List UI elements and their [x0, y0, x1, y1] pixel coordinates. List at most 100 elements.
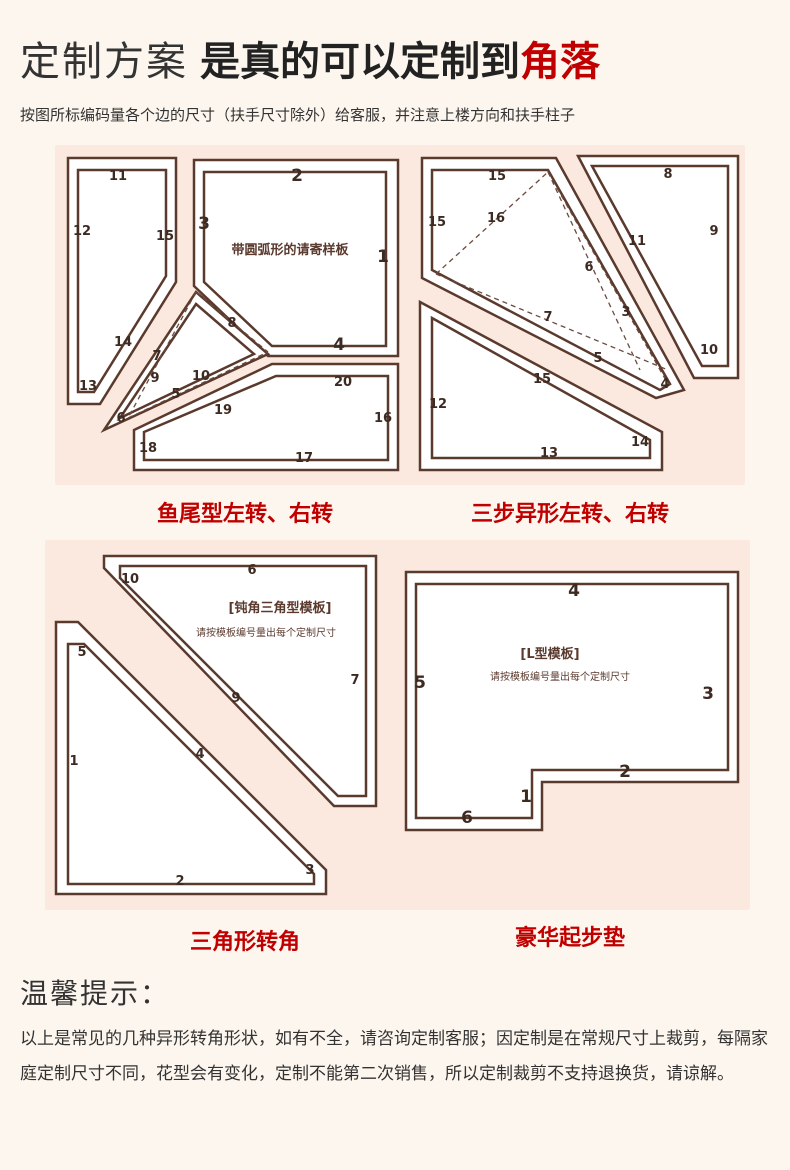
luxury-template-title: [L型模板]: [520, 646, 579, 662]
luxury-piece-l-inner: [414, 582, 730, 820]
luxury-caption: 豪华起步垫: [514, 926, 625, 951]
triangle-num-5: 5: [77, 645, 86, 660]
three-step-dash-1: [435, 171, 549, 275]
title-light: 定制方案: [20, 39, 188, 85]
luxury-num-1: 1: [520, 787, 532, 807]
fishtail-numbers: 11 12 15 14 13 2 3 1 4 带圆弧形的请寄样板 8 7 9 1…: [73, 166, 392, 466]
luxury-numbers: 4 [L型模板] 请按模板编号量出每个定制尺寸 5 3 2 1 6: [414, 581, 714, 828]
fishtail-num-20: 20: [334, 375, 352, 390]
tips-title: 温馨提示：: [20, 977, 171, 1010]
fishtail-piece-left-inner: [76, 168, 168, 394]
three-step-num-6: 6: [584, 260, 593, 275]
fishtail-dash-1: [195, 291, 269, 353]
triangle-template-title: [钝角三角型模板]: [229, 600, 332, 616]
three-step-num-12: 12: [429, 397, 447, 412]
fishtail-piece-big-inner: [202, 170, 388, 348]
triangle-num-1: 1: [69, 754, 78, 769]
fishtail-piece-bottom-inner: [142, 374, 390, 462]
triangle-num-4: 4: [195, 747, 204, 762]
three-step-num-3: 3: [621, 305, 630, 320]
title-red: 角落: [520, 39, 600, 85]
three-step-numbers: 15 16 15 6 3 7 5 4 8 9 11 10 15 12 14 13: [428, 167, 719, 461]
fishtail-num-7: 7: [152, 349, 161, 364]
triangle-piece-obtuse: [102, 554, 378, 808]
three-step-num-5: 5: [593, 351, 602, 366]
fishtail-diagram: [66, 156, 400, 472]
fishtail-num-3: 3: [198, 214, 210, 234]
triangle-num-6: 6: [247, 563, 256, 578]
fishtail-dash-2: [127, 291, 197, 419]
three-step-num-11: 11: [628, 234, 646, 249]
luxury-template-sub: 请按模板编号量出每个定制尺寸: [490, 670, 630, 683]
luxury-num-4: 4: [568, 581, 580, 601]
fishtail-num-5: 5: [171, 387, 180, 402]
fishtail-num-17: 17: [295, 451, 313, 466]
luxury-num-5: 5: [414, 673, 426, 693]
three-step-num-14: 14: [631, 435, 649, 450]
fishtail-piece-left: [66, 156, 178, 406]
fishtail-num-6: 6: [116, 411, 125, 426]
fishtail-num-11: 11: [109, 169, 127, 184]
triangle-piece-right-inner: [66, 642, 316, 886]
triangle-num-7: 7: [350, 673, 359, 688]
three-step-num-16: 16: [487, 211, 505, 226]
three-step-num-8: 8: [663, 167, 672, 182]
fishtail-num-14: 14: [114, 335, 132, 350]
title-bold: 是真的可以定制到: [200, 39, 520, 85]
three-step-num-4: 4: [660, 377, 669, 392]
fishtail-num-10: 10: [192, 369, 210, 384]
subtitle: 按图所标编码量各个边的尺寸（扶手尺寸除外）给客服，并注意上楼方向和扶手柱子: [20, 106, 576, 124]
fishtail-num-1: 1: [377, 247, 389, 267]
triangle-piece-right: [54, 620, 328, 896]
three-step-dash-2: [547, 171, 669, 385]
triangle-num-10: 10: [121, 572, 139, 587]
fishtail-template-note: 带圆弧形的请寄样板: [231, 242, 349, 258]
fishtail-caption: 鱼尾型左转、右转: [156, 502, 333, 527]
three-step-num-9: 9: [709, 224, 718, 239]
three-step-num-15a: 15: [488, 169, 506, 184]
luxury-num-2: 2: [619, 762, 631, 782]
three-step-diagram: [418, 154, 740, 472]
three-step-dash-4: [547, 171, 641, 371]
three-step-piece-big: [420, 156, 686, 400]
fishtail-num-13: 13: [79, 379, 97, 394]
triangle-diagram: [54, 554, 378, 896]
triangle-caption: 三角形转角: [189, 930, 300, 955]
three-step-num-15c: 15: [533, 372, 551, 387]
three-step-dash-3: [435, 273, 669, 371]
page-title: 定制方案是真的可以定制到角落: [20, 34, 600, 90]
triangle-template-sub: 请按模板编号量出每个定制尺寸: [196, 626, 336, 639]
fishtail-num-4: 4: [333, 335, 345, 355]
luxury-piece-l: [404, 570, 740, 832]
three-step-num-15b: 15: [428, 215, 446, 230]
fishtail-num-16: 16: [374, 411, 392, 426]
triangle-num-3: 3: [305, 863, 314, 878]
fishtail-piece-wedge: [100, 290, 271, 434]
fishtail-num-18: 18: [139, 441, 157, 456]
three-step-caption: 三步异形左转、右转: [470, 502, 669, 527]
fishtail-num-15: 15: [156, 229, 174, 244]
fishtail-num-2: 2: [291, 166, 303, 186]
triangle-piece-obtuse-inner: [118, 564, 368, 798]
fishtail-num-8: 8: [227, 316, 236, 331]
luxury-num-6: 6: [461, 808, 473, 828]
three-step-piece-big-inner: [430, 168, 672, 392]
fishtail-piece-big: [192, 158, 400, 358]
fishtail-piece-wedge-inner: [116, 302, 257, 422]
three-step-num-13: 13: [540, 446, 558, 461]
three-step-piece-right-inner: [589, 164, 730, 368]
tips-body: 以上是常见的几种异形转角形状，如有不全，请咨询定制客服；因定制是在常规尺寸上裁剪…: [20, 1029, 768, 1084]
fishtail-num-12: 12: [73, 224, 91, 239]
luxury-num-3: 3: [702, 684, 714, 704]
three-step-piece-bottom-inner: [430, 315, 652, 460]
three-step-num-7: 7: [543, 310, 552, 325]
triangle-num-2: 2: [175, 874, 184, 889]
triangle-numbers: 10 6 [钝角三角型模板] 请按模板编号量出每个定制尺寸 7 9 5 1 4 …: [69, 563, 359, 889]
fishtail-num-9: 9: [150, 371, 159, 386]
triangle-num-9: 9: [231, 691, 240, 706]
three-step-num-10: 10: [700, 343, 718, 358]
fishtail-dash-3: [127, 351, 269, 419]
fishtail-num-19: 19: [214, 403, 232, 418]
fishtail-piece-bottom: [132, 362, 400, 472]
